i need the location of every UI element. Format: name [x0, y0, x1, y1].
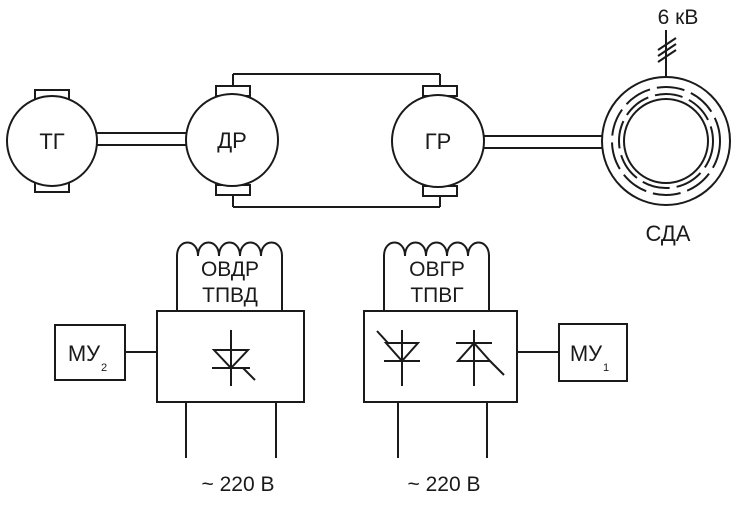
- supply-6kv-line: 6 кВ: [657, 6, 699, 78]
- amplifier-mu1: МУ 1: [558, 323, 628, 382]
- mains-left-leads: [185, 402, 277, 458]
- converter-right-block: [363, 310, 518, 403]
- machine-gr-label: ГР: [425, 129, 452, 154]
- amplifier-mu2-sub: 2: [101, 362, 107, 374]
- converter-right-line1: ОВГР: [409, 258, 465, 281]
- thyristor-reverse-icon: [455, 330, 505, 386]
- machine-sda-label: СДА: [646, 221, 691, 246]
- amplifier-mu2: МУ 2: [54, 324, 126, 381]
- mains-left-label: ~ 220 В: [202, 473, 275, 496]
- converter-right-line2: ТПВГ: [410, 284, 463, 307]
- excitation-winding-gr: [383, 241, 490, 311]
- excitation-winding-dr: [176, 241, 283, 311]
- supply-6kv-label: 6 кВ: [658, 6, 699, 29]
- machine-tg-label: ТГ: [39, 129, 64, 154]
- mains-right-label: ~ 220 В: [408, 473, 481, 496]
- shaft-tg-dr: [97, 132, 186, 146]
- machine-sda: СДА: [601, 76, 731, 246]
- converter-left-line2: ТПВД: [202, 284, 258, 307]
- converter-left-block: [156, 310, 305, 403]
- machine-dr: ДР: [185, 85, 279, 196]
- mains-right-leads: [397, 402, 488, 458]
- amplifier-mu1-label: МУ: [570, 341, 603, 366]
- machine-gr: ГР: [391, 85, 485, 197]
- machine-tg: ТГ: [6, 89, 98, 193]
- amplifier-mu2-label: МУ: [68, 341, 101, 366]
- converter-left-line1: ОВДР: [201, 258, 259, 281]
- thyristor-icon: [211, 330, 256, 386]
- thyristor-forward-icon: [376, 330, 421, 386]
- machine-dr-label: ДР: [217, 128, 247, 153]
- shaft-gr-sda: [483, 135, 620, 149]
- amplifier-mu1-sub: 1: [603, 362, 609, 374]
